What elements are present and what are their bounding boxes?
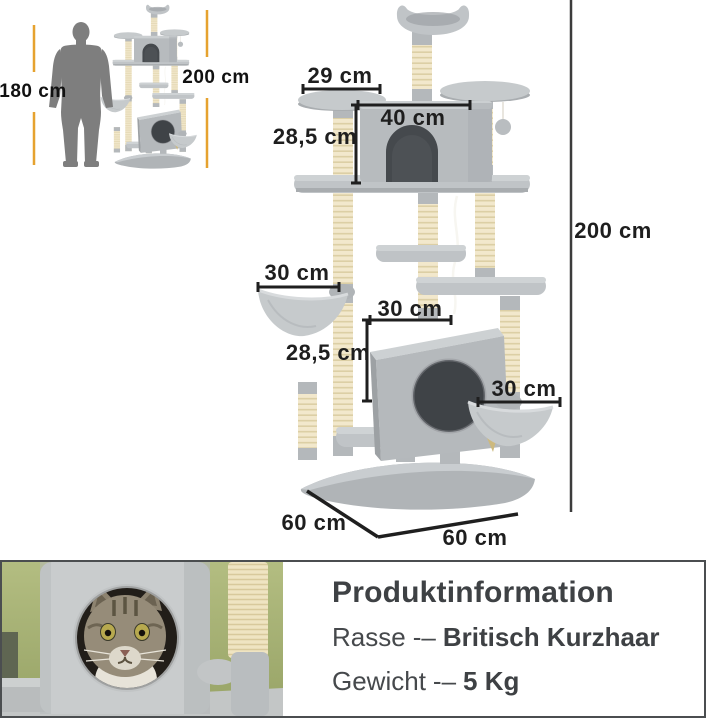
human-height-label: 180 cm [0, 81, 67, 102]
cat-tree-illustration [256, 3, 555, 512]
cat-photo [2, 562, 283, 716]
product-info-row-rasse: Rasse-–Britisch Kurzhaar [332, 622, 694, 653]
measure-base-width [377, 512, 519, 539]
left-hammock-width-label: 30 cm [264, 260, 330, 285]
measure-lower-house-height [362, 318, 372, 403]
mini-tree-height-label: 200 cm [182, 67, 250, 88]
base-width-label: 60 cm [442, 525, 508, 550]
product-info-text: Produktinformation Rasse-–Britisch Kurzh… [283, 562, 704, 716]
measure-upper-house-height [351, 103, 361, 185]
row-label: Gewicht [332, 666, 426, 696]
total-height-label: 200 cm [574, 218, 652, 243]
cat-face [83, 588, 167, 688]
upper-house-height-label: 28,5 cm [272, 124, 358, 149]
scale-lines [32, 10, 209, 168]
measure-left-hammock [256, 282, 341, 292]
product-info-panel: Produktinformation Rasse-–Britisch Kurzh… [0, 560, 706, 718]
lower-house-height-label: 28,5 cm [285, 340, 371, 365]
product-info-title: Produktinformation [332, 576, 614, 609]
dimension-diagram-art [32, 0, 573, 539]
measure-base-depth [306, 489, 379, 539]
measure-right-hammock [476, 397, 562, 407]
base-depth-label: 60 cm [281, 510, 347, 535]
row-separator: -– [432, 666, 457, 696]
top-platform-width-label: 29 cm [307, 63, 373, 88]
row-value: Britisch Kurzhaar [442, 622, 660, 652]
human-silhouette [49, 22, 113, 167]
right-hammock-width-label: 30 cm [491, 376, 557, 401]
lower-house-width-label: 30 cm [377, 296, 443, 321]
cat-in-house-photo-art [2, 562, 283, 716]
measure-top-platform [301, 84, 382, 94]
row-separator: -– [412, 622, 436, 652]
row-value: 5 Kg [463, 666, 520, 696]
upper-house-width-label: 40 cm [380, 105, 446, 130]
product-info-row-gewicht: Gewicht-–5 Kg [332, 666, 694, 697]
measurement-lines [256, 0, 573, 539]
row-label: Rasse [332, 622, 406, 652]
scratching-post [197, 562, 269, 716]
dimension-diagram: 180 cm 200 cm 29 cm 40 cm 28,5 cm 30 cm … [0, 0, 652, 550]
